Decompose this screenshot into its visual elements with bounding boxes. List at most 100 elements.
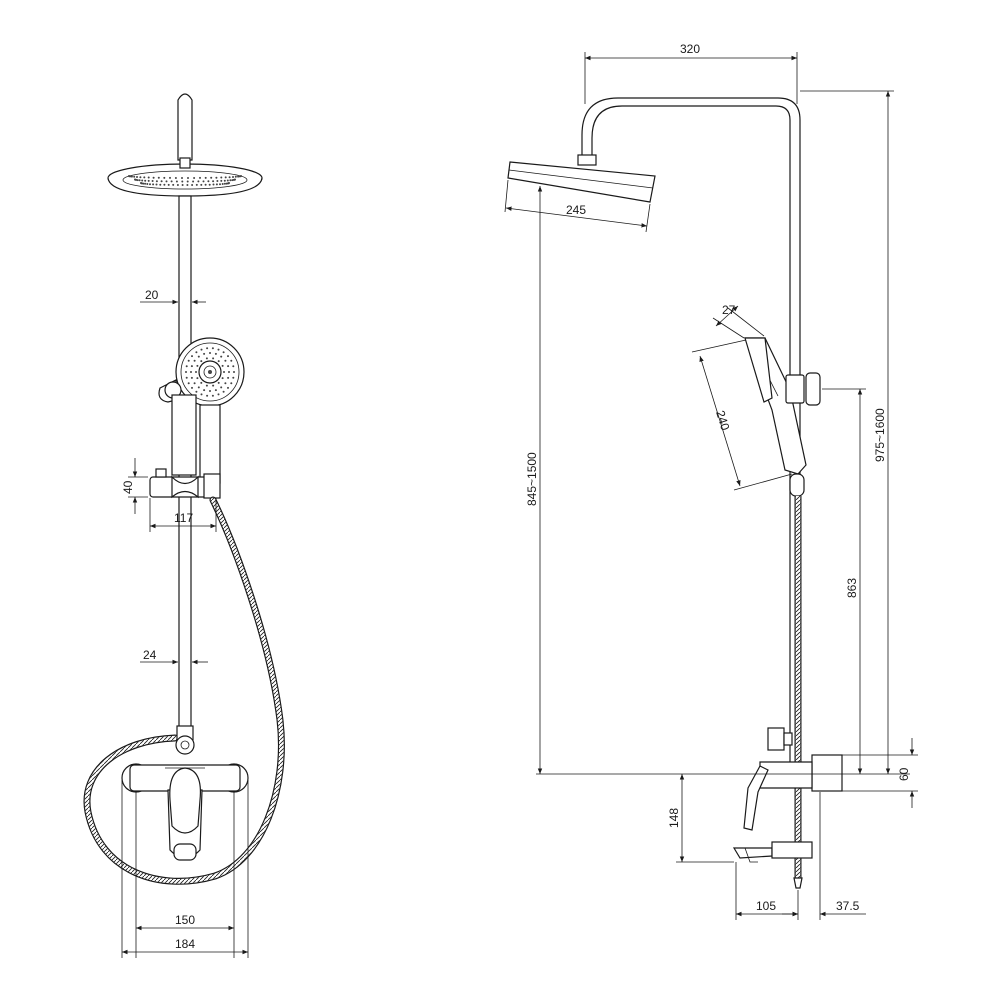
nozzle-dot (191, 184, 194, 186)
slider-bracket (149, 468, 221, 499)
dim-overall-width: 184 (175, 937, 195, 951)
dim-spout-drop: 148 (667, 808, 681, 828)
nozzle-dot (230, 359, 233, 362)
slider-body (171, 394, 197, 476)
dim-handset-width: 27 (722, 303, 736, 317)
dim-overall-height-range: 975~1600 (873, 408, 887, 462)
nozzle-dot (205, 357, 208, 360)
dim-bracket-width: 117 (174, 511, 193, 525)
nozzle-dot (136, 179, 139, 182)
nozzle-dot (217, 360, 220, 363)
nozzle-dot (195, 390, 198, 393)
nozzle-dot (204, 183, 207, 186)
dim-slider-range: 845~1500 (525, 452, 539, 506)
nozzle-dot (228, 371, 230, 373)
nozzle-dot (228, 176, 231, 179)
nozzle-dot (211, 347, 214, 350)
diverter-knob (175, 735, 195, 755)
nozzle-dot (191, 355, 193, 358)
dim-head-diameter: 245 (566, 203, 586, 217)
nozzle-dot (217, 381, 220, 384)
dim-mixer-height: 60 (897, 767, 911, 781)
nozzle-dot (181, 184, 184, 186)
nozzle-dot (195, 371, 197, 373)
nozzle-dot (174, 177, 177, 179)
nozzle-dot (143, 176, 146, 179)
nozzle-dot (185, 365, 188, 368)
nozzle-dot (223, 371, 225, 373)
holder-side (785, 372, 821, 406)
nozzle-dot (165, 180, 168, 183)
nozzle-dot (229, 179, 232, 182)
nozzle-dot (219, 183, 221, 186)
nozzle-dot (147, 176, 150, 179)
nozzle-dot (209, 352, 211, 354)
nozzle-dot (197, 386, 200, 389)
nozzle-dot (207, 180, 210, 183)
nozzle-dot (223, 182, 226, 185)
dim-slider-to-mixer: 863 (845, 578, 859, 598)
nozzle-dot (160, 180, 163, 183)
dim-spout-projection: 105 (756, 899, 776, 913)
nozzle-dot (144, 179, 147, 182)
nozzle-dot (227, 376, 230, 379)
nozzle-dot (146, 183, 149, 185)
hand-shower-side (744, 337, 807, 475)
front-dimensions: 20 40 117 24 150 184 (121, 288, 249, 958)
nozzle-dot (221, 377, 224, 380)
nozzle-dot (175, 180, 178, 183)
nozzle-dot (224, 382, 227, 385)
nozzle-dot (204, 176, 207, 179)
dim-handset-length: 240 (713, 409, 732, 433)
dim-wall-offset: 37.5 (836, 899, 860, 913)
nozzle-dot (157, 176, 160, 179)
nozzle-dot (190, 371, 192, 373)
nozzle-dot (234, 175, 237, 178)
nozzle-dot (227, 386, 229, 389)
nozzle-dot (181, 180, 184, 183)
dim-bracket-height: 40 (121, 480, 135, 494)
nozzle-dot (181, 177, 183, 179)
nozzle-dot (234, 178, 236, 181)
nozzle-dot (223, 179, 226, 182)
rain-head-side (507, 154, 656, 203)
nozzle-dot (136, 176, 138, 178)
nozzle-dot (197, 355, 200, 358)
nozzle-dot (163, 176, 166, 179)
nozzle-dot (228, 182, 230, 184)
nozzle-dot (187, 359, 190, 362)
nozzle-dot (147, 179, 150, 182)
nozzle-dot (215, 183, 218, 186)
dim-top-arm-reach: 320 (680, 42, 700, 56)
mixer-lever (169, 767, 202, 834)
nozzle-dot (139, 176, 142, 179)
nozzle-dot (159, 183, 162, 186)
nozzle-dot (170, 180, 173, 183)
hand-shower-handle (199, 404, 221, 484)
nozzle-dot (193, 177, 196, 179)
nozzle-dot (220, 179, 223, 182)
nozzle-dot (155, 180, 158, 183)
nozzle-dot (227, 355, 229, 358)
nozzle-dot (129, 175, 132, 178)
nozzle-dot (209, 390, 211, 392)
nozzle-dot (186, 184, 189, 186)
nozzle-dot (212, 183, 215, 186)
nozzle-dot (192, 180, 195, 183)
nozzle-dot (141, 179, 144, 182)
nozzle-dot (230, 382, 233, 385)
nozzle-dot (240, 175, 242, 177)
nozzle-dot (193, 382, 196, 385)
nozzle-dot (203, 389, 206, 392)
top-arm (581, 97, 801, 768)
nozzle-dot (212, 357, 215, 360)
side-view (507, 97, 843, 889)
nozzle-dot (167, 183, 170, 186)
nozzle-dot (222, 351, 225, 354)
nozzle-dot (169, 176, 171, 179)
nozzle-dot (206, 394, 209, 397)
nozzle-dot (232, 176, 234, 178)
dim-pipe-diameter: 20 (145, 288, 159, 302)
nozzle-dot (224, 359, 227, 362)
nozzle-dot (196, 364, 199, 367)
